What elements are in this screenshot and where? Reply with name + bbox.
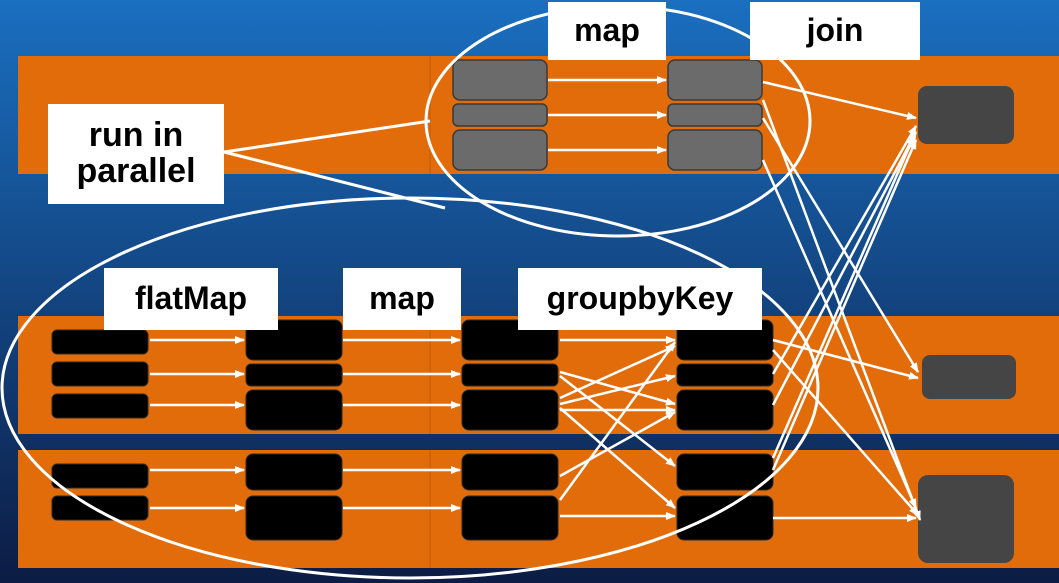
result-box-2: [922, 355, 1016, 399]
partition-mid-map-2: [461, 363, 559, 387]
partition-mid-flatmap-2: [245, 363, 343, 387]
join-label: join: [750, 2, 920, 60]
partition-bot-map-2: [461, 495, 559, 541]
partition-mid-group-3: [676, 389, 774, 431]
partition-mid-flatmap-3: [245, 389, 343, 431]
flatmap-label: flatMap: [104, 268, 278, 330]
partition-top-join-1: [667, 59, 763, 101]
partition-mid-input-2: [51, 361, 149, 387]
arrow: [559, 344, 676, 400]
callout-line-upper: [223, 119, 431, 154]
arrow: [762, 80, 917, 120]
partition-top-map-1: [452, 59, 548, 101]
arrow: [771, 131, 918, 406]
partition-bot-input-2: [51, 495, 149, 521]
arrow: [559, 410, 676, 478]
arrow: [771, 135, 916, 459]
arrow: [772, 349, 919, 516]
partition-bot-flatmap-2: [245, 495, 343, 541]
arrow: [771, 125, 918, 375]
arrow: [761, 117, 920, 373]
partition-top-join-3: [667, 129, 763, 171]
partition-bot-flatmap-1: [245, 453, 343, 491]
partition-top-map-3: [452, 129, 548, 171]
arrow: [772, 338, 919, 380]
partition-mid-group-2: [676, 363, 774, 387]
partition-mid-map-3: [461, 389, 559, 431]
partition-top-join-2: [667, 103, 763, 127]
partition-bot-group-1: [676, 453, 774, 491]
callout-line-lower: [223, 150, 446, 210]
run-in-parallel-line2: parallel: [76, 152, 196, 190]
partition-mid-input-3: [51, 393, 149, 419]
partition-top-map-2: [452, 103, 548, 127]
result-box-3: [918, 475, 1014, 563]
groupbykey-label: groupbyKey: [518, 268, 762, 330]
arrow: [559, 407, 676, 509]
arrow: [771, 139, 918, 471]
partition-mid-input-1: [51, 329, 149, 355]
partition-bot-map-1: [461, 453, 559, 491]
arrow: [559, 374, 676, 406]
partition-bot-input-1: [51, 463, 149, 489]
partition-bot-group-2: [676, 495, 774, 541]
map-top-label: map: [548, 2, 666, 60]
run-in-parallel-label: run in parallel: [48, 104, 224, 204]
run-in-parallel-line1: run in: [88, 116, 184, 155]
arrow: [559, 370, 676, 406]
result-box-1: [918, 86, 1014, 144]
partition-mid-flatmap-1: [245, 319, 343, 361]
map-bottom-label: map: [343, 268, 461, 330]
arrow: [558, 341, 677, 501]
partition-mid-map-1: [461, 319, 559, 361]
arrow: [761, 159, 918, 509]
arrows: [150, 76, 922, 522]
